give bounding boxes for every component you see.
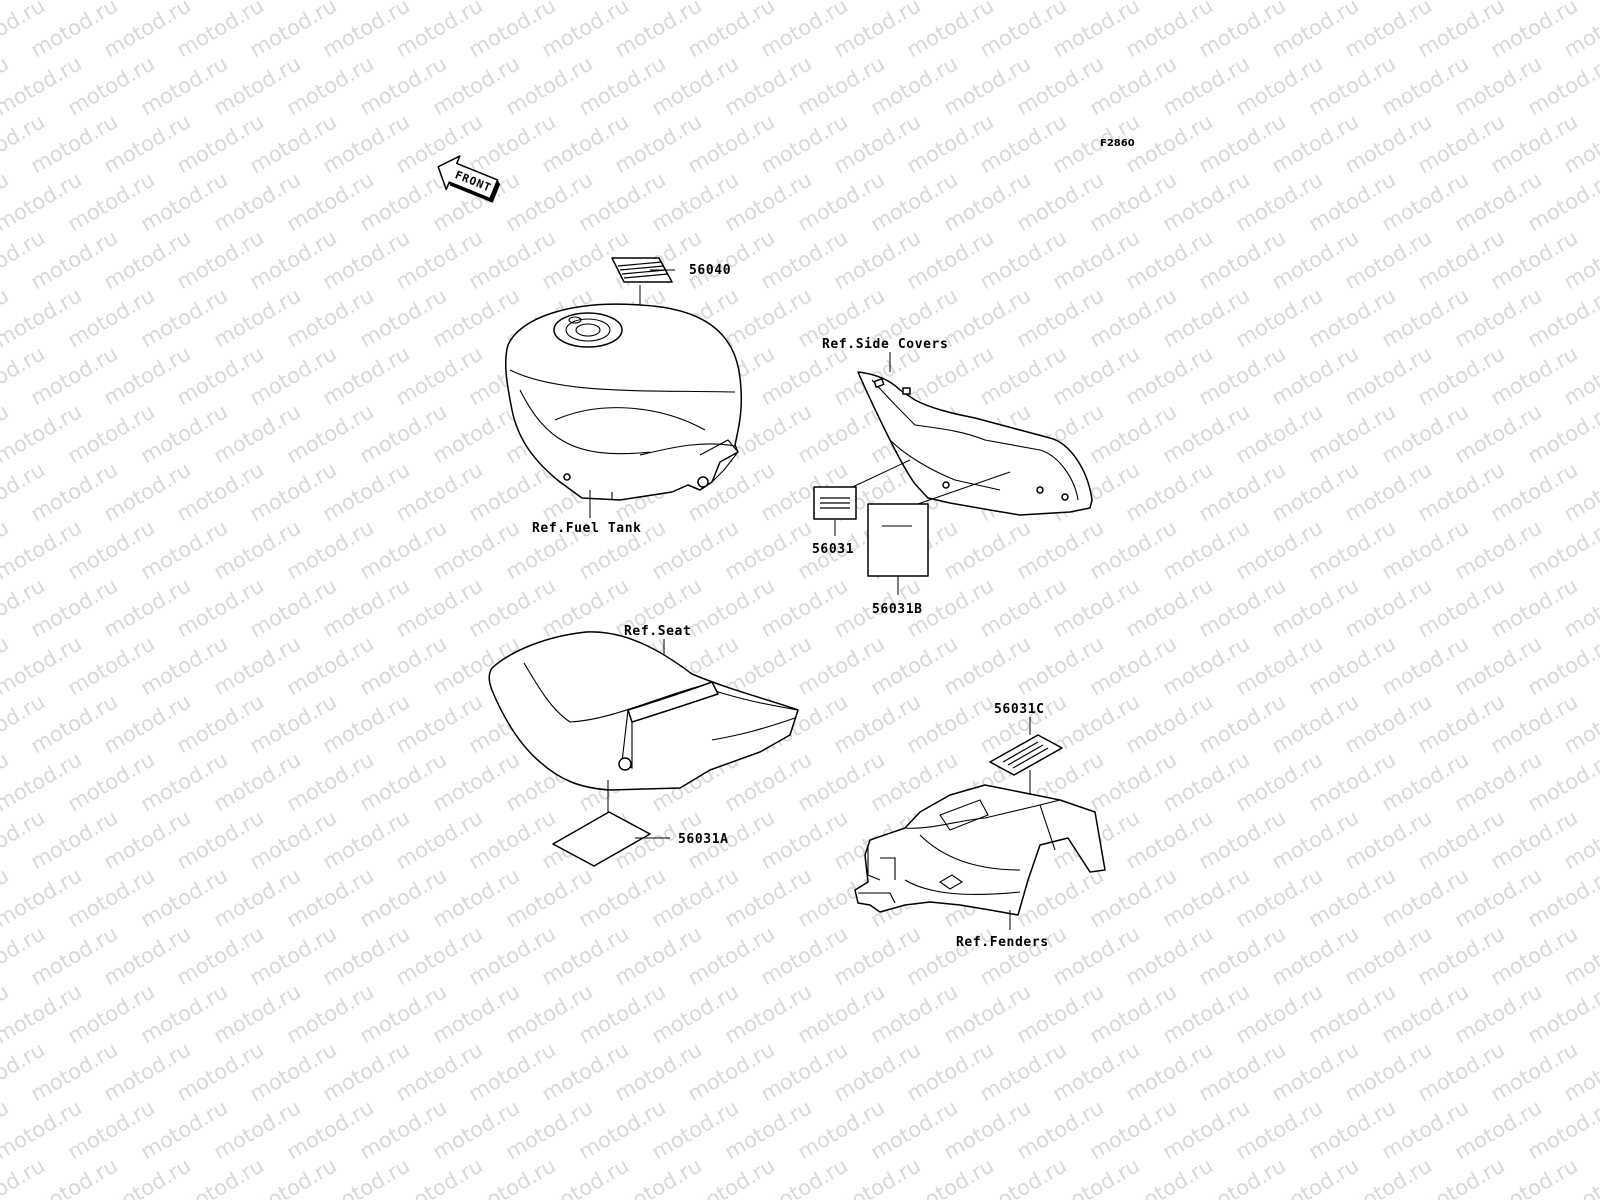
- decal-56031c: [989, 734, 1063, 776]
- diagram-code: F2860: [1100, 138, 1135, 149]
- fuel-tank: [504, 303, 743, 501]
- rear-fender: [854, 784, 1106, 916]
- label-ref-side-covers: Ref.Side Covers: [822, 337, 948, 352]
- label-56031b: 56031B: [872, 602, 923, 617]
- label-56040: 56040: [689, 263, 731, 278]
- label-56031a: 56031A: [678, 832, 729, 847]
- fuel-tank-group: 56040 Ref.Fuel Tank: [504, 257, 743, 536]
- label-56031c: 56031C: [994, 702, 1045, 717]
- decal-56040: [611, 257, 673, 283]
- decal-56031b: [867, 503, 929, 577]
- decal-56031: [813, 486, 857, 520]
- seat-group: Ref.Seat 56031A: [488, 624, 799, 867]
- fenders-group: 56031C Ref.Fenders: [854, 702, 1106, 950]
- side-covers-group: Ref.Side Covers 56031 56031B: [812, 337, 1093, 617]
- decal-56031a: [552, 811, 651, 867]
- label-ref-fuel-tank: Ref.Fuel Tank: [532, 521, 642, 536]
- label-ref-fenders: Ref.Fenders: [956, 935, 1049, 950]
- label-ref-seat: Ref.Seat: [624, 624, 691, 639]
- watermark-text: motod.ru: [1597, 0, 1600, 4]
- label-56031: 56031: [812, 542, 854, 557]
